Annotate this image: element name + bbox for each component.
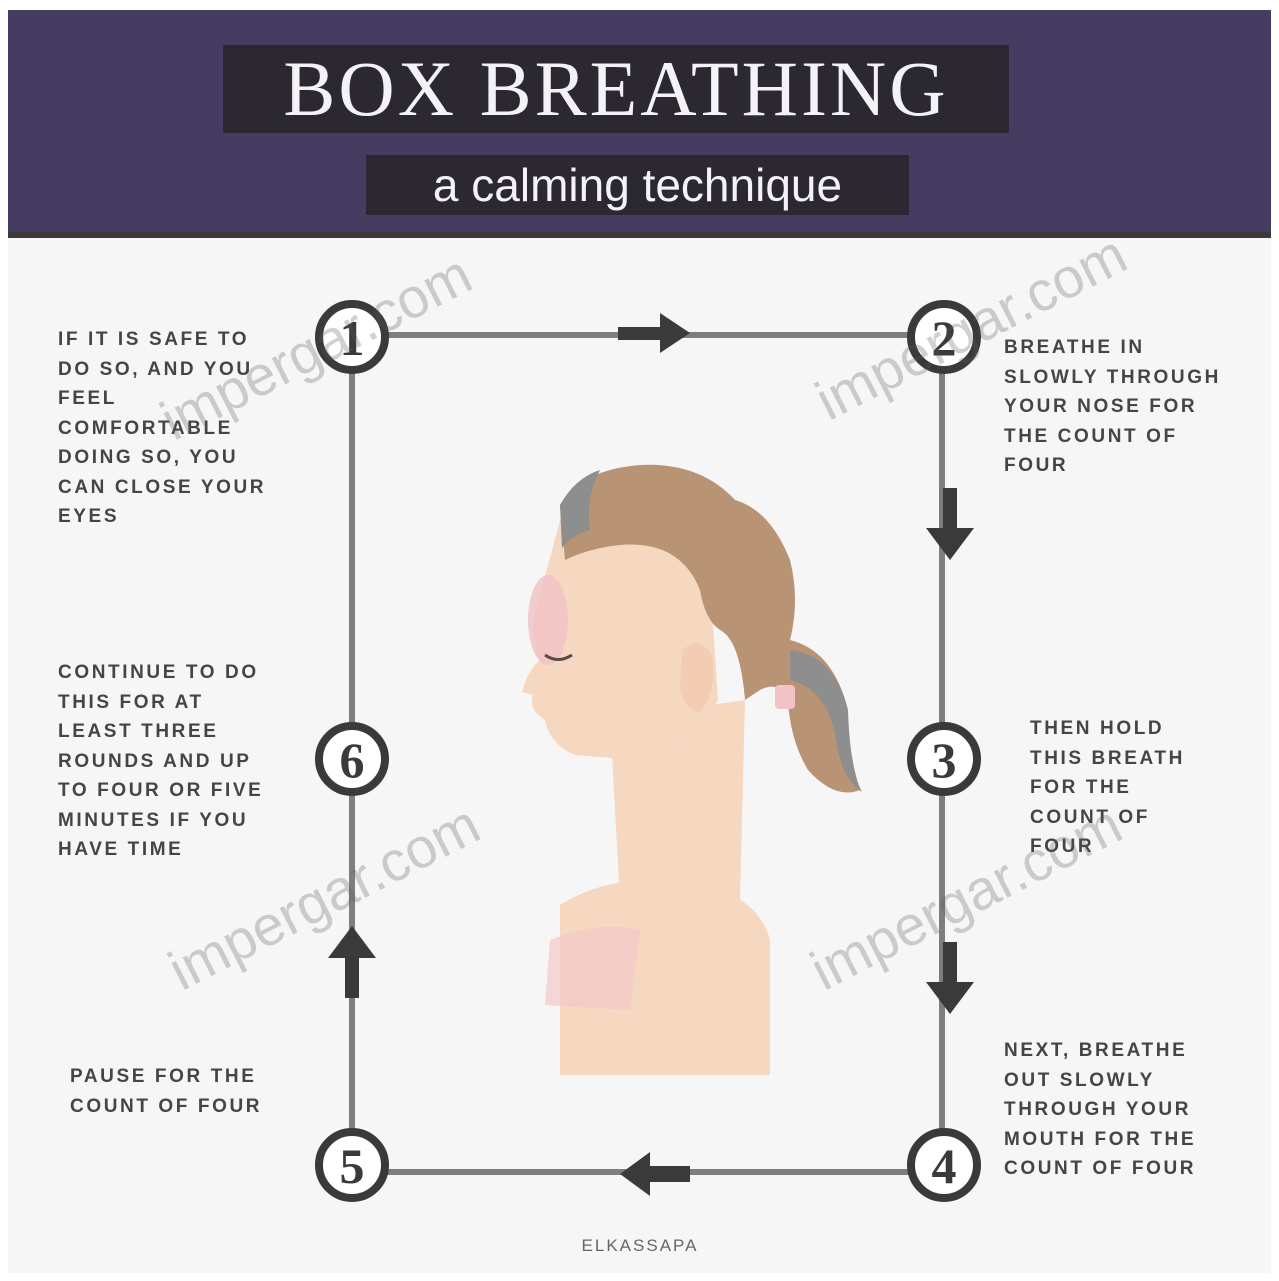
step-number-4: 4 [932,1138,957,1194]
hair-tie [775,685,795,709]
step-marker-5: 5 [319,1132,385,1198]
woman-profile-illustration [522,465,862,1075]
step-4-text: NEXT, BREATHE OUT SLOWLY THROUGH YOUR MO… [1004,1036,1239,1184]
cheek-blush [528,575,568,665]
step-marker-6: 6 [319,726,385,792]
step-number-3: 3 [932,732,957,788]
step-marker-3: 3 [911,726,977,792]
arrow-left-icon [620,1152,690,1196]
step-number-6: 6 [340,732,365,788]
step-marker-4: 4 [911,1132,977,1198]
arrow-down-icon [926,942,974,1014]
arrow-right-icon [618,313,690,353]
step-2-text: BREATHE IN SLOWLY THROUGH YOUR NOSE FOR … [1004,333,1234,481]
arrow-down-icon [926,488,974,560]
illustration-credit: ELKASSAPA [520,1236,760,1256]
step-number-5: 5 [340,1138,365,1194]
step-5-text: PAUSE FOR THE COUNT OF FOUR [70,1062,275,1121]
collarbone-shade [545,927,640,1010]
step-6-text: CONTINUE TO DO THIS FOR AT LEAST THREE R… [58,658,283,865]
arrow-up-icon [328,926,376,998]
